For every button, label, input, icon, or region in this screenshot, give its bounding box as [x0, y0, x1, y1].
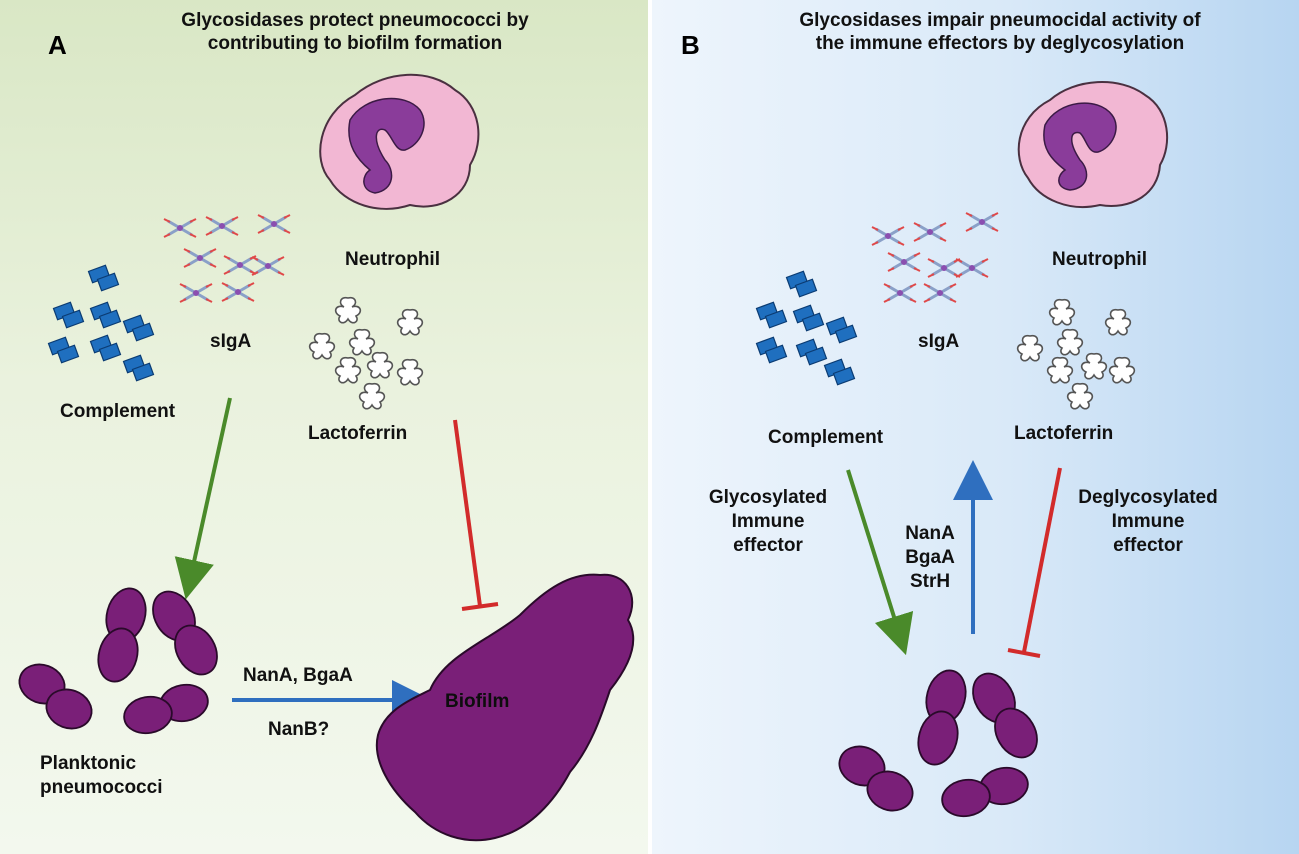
enzyme-strh-b: StrH [909, 571, 951, 592]
lactoferrin-label-a: Lactoferrin [308, 423, 408, 444]
planktonic-label-line2: pneumococci [40, 777, 163, 798]
biofilm-label: Biofilm [445, 691, 510, 712]
glycosylated-label: Glycosylated Immune effector [700, 486, 836, 558]
deglycosylated-label-line1: Deglycosylated [1078, 487, 1218, 508]
pneumococci-b [838, 669, 1038, 818]
complement-label-b: Complement [768, 427, 884, 448]
enzyme-bgaa-b: BgaA [905, 547, 955, 568]
lactoferrin-label-b: Lactoferrin [1014, 423, 1114, 444]
complement-label-a: Complement [60, 401, 176, 422]
panel-b-title-line1: Glycosidases impair pneumocidal activity… [799, 10, 1201, 31]
panel-divider [648, 0, 652, 854]
panel-b-letter: B [681, 30, 700, 60]
red-inhibition-a [453, 419, 499, 611]
red-inhibition-b [1007, 467, 1062, 658]
siga-molecules-a [162, 213, 292, 304]
deglycosylated-label: Deglycosylated Immune effector [1066, 486, 1230, 558]
siga-label-b: sIgA [918, 331, 960, 352]
green-arrow-b [846, 469, 914, 656]
deglycosylated-label-line2: Immune [1111, 511, 1185, 532]
complement-molecules-a [47, 264, 155, 382]
planktonic-label: Planktonic pneumococci [40, 752, 162, 800]
glycosylated-label-line2: Immune [731, 511, 805, 532]
panel-b-title-line2: the immune effectors by deglycosylation [815, 33, 1185, 54]
panel-a-letter: A [48, 30, 67, 60]
green-arrow-a [174, 397, 232, 600]
neutrophil-a [319, 73, 480, 210]
glycosylated-label-line1: Glycosylated [708, 487, 828, 508]
enzyme-nana-b: NanA [905, 523, 955, 544]
lactoferrin-molecules-a [308, 296, 424, 410]
panel-b [652, 0, 1299, 854]
planktonic-label-line1: Planktonic [40, 753, 137, 774]
panel-a-title-line2: contributing to biofilm formation [207, 33, 503, 54]
pneumococci-a [18, 587, 218, 735]
deglycosylated-label-line3: effector [1113, 535, 1183, 556]
complement-molecules-b [755, 270, 858, 386]
panel-a-title: Glycosidases protect pneumococci by cont… [85, 9, 625, 55]
nanb-label-a: NanB? [268, 719, 330, 740]
panel-b-title: Glycosidases impair pneumocidal activity… [720, 9, 1280, 55]
glycosylated-label-line3: effector [733, 535, 803, 556]
enzymes-label-b: NanA BgaA StrH [900, 522, 960, 594]
neutrophil-b [1017, 81, 1169, 208]
neutrophil-label-b: Neutrophil [1052, 249, 1147, 270]
panel-a-title-line1: Glycosidases protect pneumococci by [181, 10, 529, 31]
siga-label-a: sIgA [210, 331, 252, 352]
siga-molecules-b [870, 211, 1000, 304]
neutrophil-label-a: Neutrophil [345, 249, 440, 270]
enzymes-label-a: NanA, BgaA [243, 665, 353, 686]
biofilm-shape [375, 573, 635, 842]
lactoferrin-molecules-b [1016, 298, 1136, 410]
